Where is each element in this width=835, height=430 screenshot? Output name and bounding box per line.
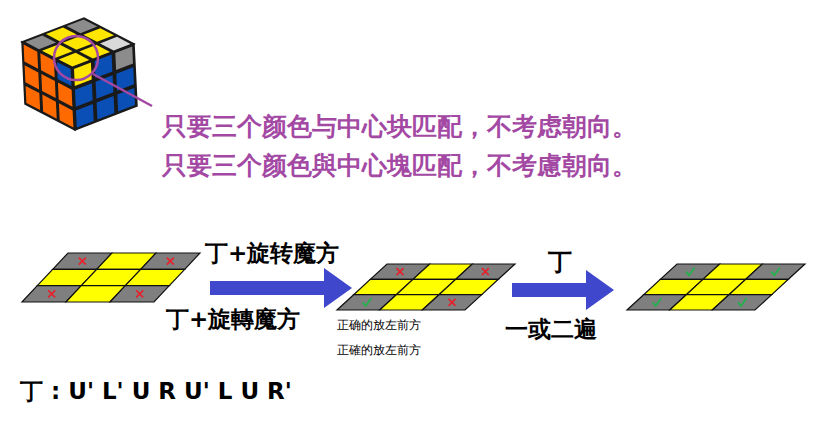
callout-note: 只要三个颜色与中心块匹配，不考虑朝向。 (162, 112, 637, 142)
cube-sticker (26, 86, 40, 110)
cross-mark (48, 290, 55, 297)
cube-sticker (75, 83, 93, 107)
grid-cell (456, 264, 515, 279)
callout-note: 只要三个颜色與中心塊匹配，不考慮朝向。 (162, 151, 637, 181)
grid-cell (712, 295, 771, 310)
cube-sticker (41, 74, 55, 98)
placement-note: 正确的放左前方 (337, 318, 421, 332)
cross-mark (397, 268, 404, 275)
grid-cell (729, 279, 788, 294)
process-arrow (210, 268, 352, 308)
check-mark (738, 298, 747, 306)
algorithm-formula: 丁 : U' L' U R U' L U R' (20, 378, 292, 406)
step-label: 丁+旋转魔方 (205, 240, 339, 268)
cross-mark (79, 258, 86, 265)
step-label: 丁 (548, 248, 572, 277)
cross-mark (136, 290, 143, 297)
cube-sticker (59, 103, 74, 127)
cube-sticker (115, 47, 133, 71)
cube-sticker (25, 65, 39, 89)
top-face-grid (337, 264, 515, 310)
cube-sticker (96, 75, 114, 99)
grid-cell (125, 269, 184, 285)
cube-sticker (58, 83, 73, 107)
check-mark (771, 268, 780, 276)
check-mark (686, 268, 695, 276)
repeat-label: 一或二遍 (505, 316, 597, 344)
grid-cell (746, 264, 805, 279)
cube-sticker (40, 53, 54, 77)
cube-sticker (57, 62, 72, 86)
grid-cell (439, 279, 498, 294)
face-frame (72, 44, 137, 130)
grid-cell (141, 253, 200, 269)
cube-sticker (42, 95, 56, 119)
cube-left-face (22, 42, 75, 130)
placement-note: 正確的放左前方 (337, 343, 421, 357)
highlight-circle (54, 36, 98, 80)
cube-sticker (97, 96, 115, 120)
cross-mark (449, 299, 456, 306)
top-face-grid (22, 253, 200, 302)
step-label: 丁+旋轉魔方 (166, 306, 300, 334)
check-mark (653, 298, 662, 306)
cross-mark (167, 258, 174, 265)
cube-sticker (24, 45, 38, 69)
cross-mark (482, 268, 489, 275)
face-frame (22, 42, 75, 130)
top-face-grid (627, 264, 805, 310)
cube-right-face (72, 44, 137, 130)
grid-cell (422, 295, 481, 310)
leader-line (93, 74, 152, 106)
check-mark (363, 298, 372, 306)
grid-cell (110, 286, 169, 302)
cube-sticker (76, 104, 94, 128)
